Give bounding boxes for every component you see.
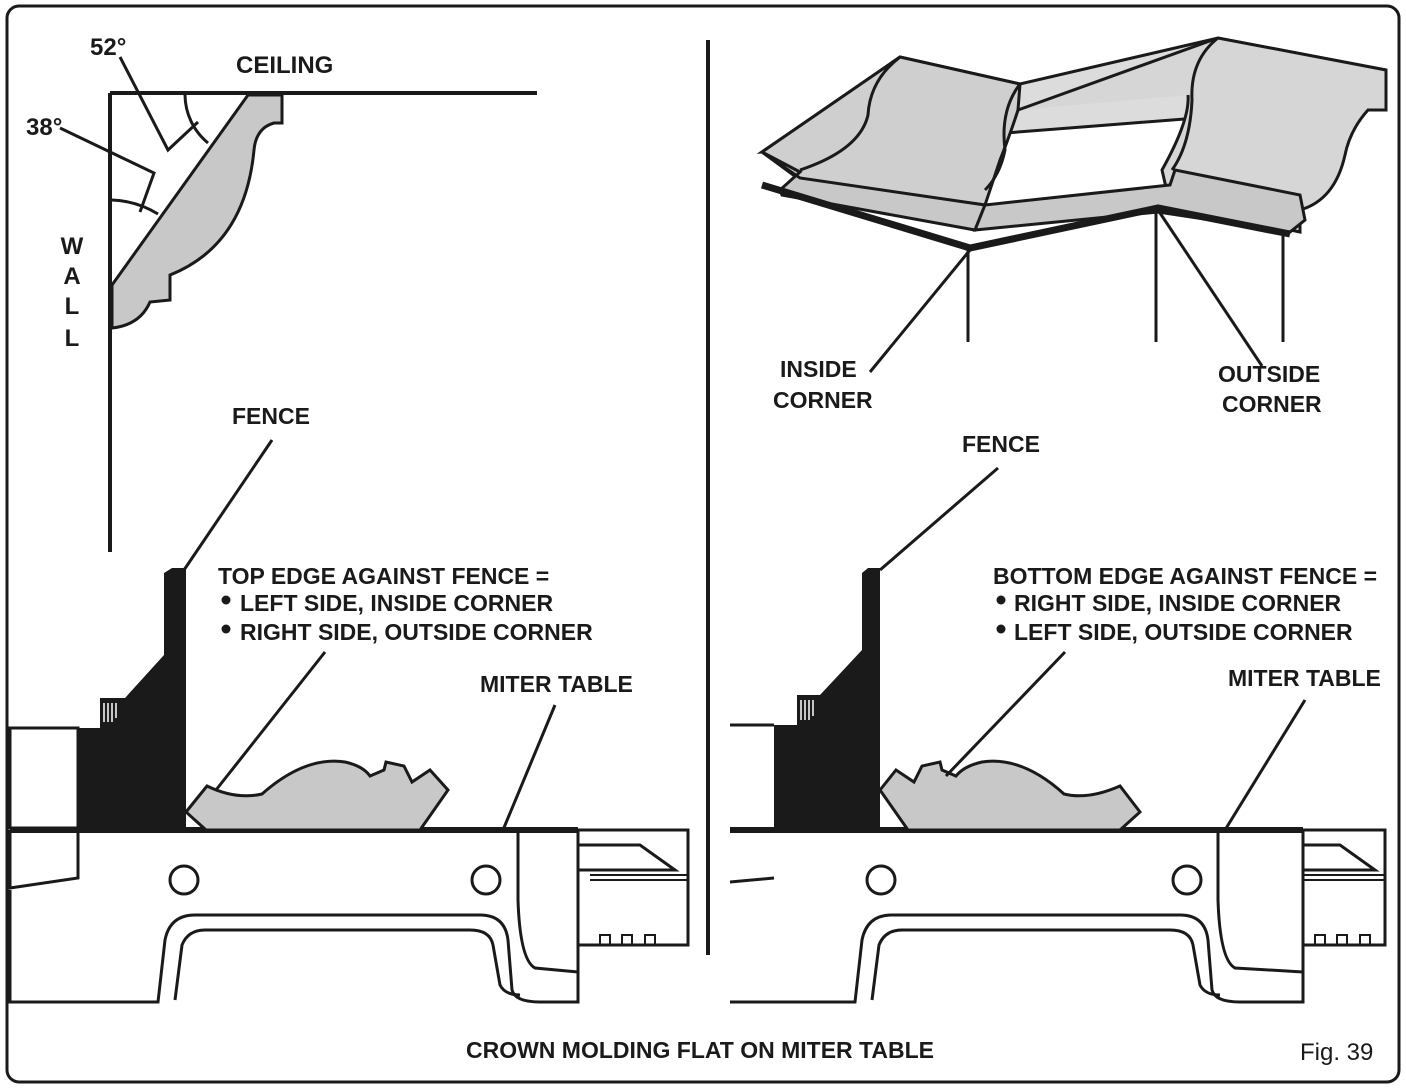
left-table-inner-rail xyxy=(173,928,521,1001)
right-bullet-2-text: LEFT SIDE, OUTSIDE CORNER xyxy=(1014,619,1353,645)
figure-frame xyxy=(5,4,1401,1084)
left-table-extension xyxy=(576,828,690,947)
right-miter-table: FENCE BOTTOM EDGE AGAINST FENCE = RIGHT … xyxy=(729,431,1387,1004)
left-side-block xyxy=(8,726,80,830)
right-table-extension xyxy=(1301,828,1387,947)
right-table-inner-rail xyxy=(870,928,1221,1001)
left-note-title: TOP EDGE AGAINST FENCE = xyxy=(218,563,549,589)
wall-ceiling-detail: 52° 38° CEILING W A L L xyxy=(26,34,537,552)
left-fence xyxy=(78,568,186,830)
molding-curve-right xyxy=(1170,36,1219,171)
left-extension-teeth xyxy=(599,934,656,945)
wall-angle-leader xyxy=(59,126,156,213)
wall-letter-w: W xyxy=(61,233,84,260)
left-miter-table: FENCE xyxy=(8,403,690,1004)
figure-number: Fig. 39 xyxy=(1300,1039,1373,1066)
left-bullet-1 xyxy=(221,595,231,605)
left-fence-leader xyxy=(182,439,274,571)
ceiling-angle-arc xyxy=(183,94,209,145)
left-bullet-1-text: LEFT SIDE, INSIDE CORNER xyxy=(240,590,553,616)
left-table-front xyxy=(8,830,80,890)
left-molding-leader xyxy=(214,651,327,791)
left-fence-ribs xyxy=(103,703,117,722)
inside-corner-label-1: INSIDE xyxy=(780,356,857,382)
right-flat-molding xyxy=(878,759,1143,832)
crown-molding-section xyxy=(110,93,284,330)
outside-corner-label-1: OUTSIDE xyxy=(1218,361,1320,387)
right-table-body xyxy=(730,830,1305,1004)
left-flat-molding xyxy=(183,759,450,832)
wall-angle-arc xyxy=(111,198,159,216)
left-table-hole-2 xyxy=(470,864,502,896)
right-bullet-2 xyxy=(996,624,1006,634)
molding-curve-left xyxy=(799,55,901,172)
figure-caption: CROWN MOLDING FLAT ON MITER TABLE xyxy=(466,1037,934,1063)
right-molding-leader xyxy=(944,650,1067,778)
left-bullet-2 xyxy=(221,624,231,634)
right-table-front xyxy=(729,876,775,884)
right-fence-label: FENCE xyxy=(962,431,1040,457)
left-table-leader xyxy=(501,704,557,831)
wall-angle-label: 38° xyxy=(26,114,62,141)
ceiling-label: CEILING xyxy=(236,52,333,79)
inside-corner-leader xyxy=(868,249,972,373)
left-bullet-2-text: RIGHT SIDE, OUTSIDE CORNER xyxy=(240,619,593,645)
left-table-body xyxy=(8,830,580,1004)
right-table-post xyxy=(1216,830,1304,974)
right-table-hole-1 xyxy=(865,864,897,896)
molding-bottom-edge xyxy=(760,181,1291,252)
right-table-label: MITER TABLE xyxy=(1228,665,1381,691)
outside-corner-label-2: CORNER xyxy=(1222,391,1322,417)
left-extension-slots xyxy=(590,874,688,881)
right-extension-arm xyxy=(1303,843,1380,872)
molding-step-left xyxy=(761,150,988,232)
left-table-hole-1 xyxy=(168,864,200,896)
ceiling-angle-leader xyxy=(118,56,200,153)
ceiling-angle-label: 52° xyxy=(90,34,126,61)
left-table-label: MITER TABLE xyxy=(480,671,633,697)
outside-corner-leader xyxy=(1156,209,1264,367)
right-bullet-1 xyxy=(996,595,1006,605)
right-table-hole-2 xyxy=(1171,864,1203,896)
molding-right-face xyxy=(1017,36,1388,234)
right-extension-teeth xyxy=(1314,934,1371,945)
right-bullet-1-text: RIGHT SIDE, INSIDE CORNER xyxy=(1014,590,1342,616)
wall-letter-a: A xyxy=(63,263,80,290)
molding-curve-mid xyxy=(983,83,1022,192)
right-extension-slots xyxy=(1303,874,1385,881)
corner-molding-3d: INSIDE CORNER OUTSIDE CORNER xyxy=(756,36,1388,417)
right-fence-ribs xyxy=(800,700,814,720)
left-fence-label: FENCE xyxy=(232,403,310,429)
wall-letter-l2: L xyxy=(65,325,80,352)
wall-letter-l1: L xyxy=(65,293,80,320)
right-fence xyxy=(774,568,880,830)
right-table-leader xyxy=(1223,699,1307,831)
right-fence-leader xyxy=(879,466,999,572)
left-extension-arm xyxy=(578,843,680,872)
right-note-title: BOTTOM EDGE AGAINST FENCE = xyxy=(993,563,1377,589)
left-table-post xyxy=(516,830,579,974)
inside-corner-label-2: CORNER xyxy=(773,387,873,413)
